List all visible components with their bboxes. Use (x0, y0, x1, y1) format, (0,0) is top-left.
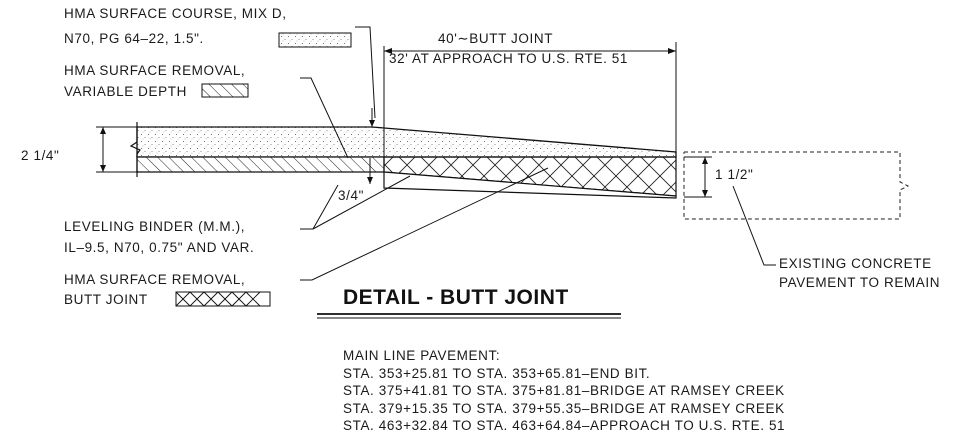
station-line: STA. 379+15.35 TO STA. 379+55.35–BRIDGE … (343, 400, 785, 416)
detail-title: DETAIL - BUTT JOINT (343, 286, 569, 309)
right-thickness-label: 1 1/2" (715, 167, 754, 182)
surface-course-layer (136, 126, 677, 158)
joint-length-note: 32' AT APPROACH TO U.S. RTE. 51 (389, 51, 629, 66)
left-thickness-label: 2 1/4" (21, 148, 60, 163)
variable-removal-label: HMA SURFACE REMOVAL, (64, 63, 246, 78)
legend-stipple-box (278, 32, 352, 48)
concrete-label: EXISTING CONCRETE (779, 256, 932, 271)
concrete-label-2: PAVEMENT TO REMAIN (779, 275, 941, 290)
leveling-binder-spec: IL–9.5, N70, 0.75" AND VAR. (64, 240, 255, 255)
station-notes: MAIN LINE PAVEMENT: STA. 353+25.81 TO ST… (343, 347, 785, 435)
surface-course-spec: N70, PG 64–22, 1.5". (64, 31, 204, 46)
joint-length-label: 40'∼BUTT JOINT (438, 31, 554, 46)
variable-removal-layer (136, 156, 385, 173)
notes-heading: MAIN LINE PAVEMENT: (343, 348, 501, 363)
butt-removal-spec: BUTT JOINT (64, 292, 148, 307)
station-line: STA. 375+41.81 TO STA. 375+81.81–BRIDGE … (343, 383, 785, 399)
leveling-binder-label: LEVELING BINDER (M.M.), (64, 219, 246, 234)
surface-course-label: HMA SURFACE COURSE, MIX D, (64, 6, 287, 21)
legend-diagonal-box (201, 83, 249, 98)
taper-thickness-label: 3/4" (338, 188, 364, 203)
existing-concrete-outline (683, 151, 910, 220)
butt-removal-label: HMA SURFACE REMOVAL, (64, 272, 246, 287)
variable-removal-spec: VARIABLE DEPTH (64, 84, 187, 99)
station-line: STA. 463+32.84 TO STA. 463+64.84–APPROAC… (343, 418, 786, 434)
station-line: STA. 353+25.81 TO STA. 353+65.81–END BIT… (343, 365, 651, 381)
legend-crosshatch-box (175, 291, 271, 307)
left-break-line (129, 122, 141, 177)
